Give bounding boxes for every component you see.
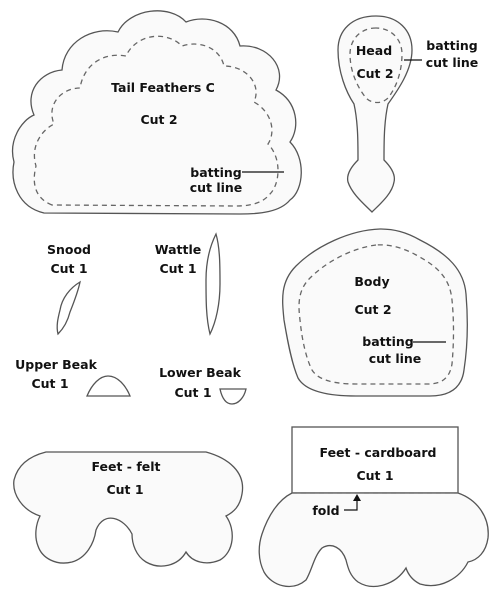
- feet-cardboard-piece: Feet - cardboard Cut 1 fold: [258, 426, 489, 588]
- snood-title: Snood: [47, 242, 91, 257]
- tail-batting-label-2: cut line: [190, 180, 243, 195]
- tail-feathers-title: Tail Feathers C: [111, 80, 215, 95]
- snood-piece: Snood Cut 1: [47, 242, 91, 336]
- feet-cardboard-tab: [291, 426, 459, 494]
- head-outline: [337, 15, 413, 213]
- upper-beak-outline: [86, 375, 131, 397]
- lower-beak-cut: Cut 1: [174, 385, 211, 400]
- wattle-piece: Wattle Cut 1: [155, 232, 221, 336]
- lower-beak-piece: Lower Beak Cut 1: [159, 365, 247, 405]
- tail-feathers-piece: Tail Feathers C Cut 2 batting cut line: [11, 10, 302, 215]
- upper-beak-piece: Upper Beak Cut 1: [15, 357, 131, 397]
- head-batting-line: [349, 27, 403, 104]
- feet-cardboard-outline: [258, 492, 489, 588]
- head-title: Head: [356, 43, 392, 58]
- feet-felt-piece: Feet - felt Cut 1: [13, 451, 244, 567]
- tail-feathers-outline: [11, 10, 302, 215]
- lower-beak-title: Lower Beak: [159, 365, 242, 380]
- fold-arrowhead: [353, 494, 361, 501]
- body-batting-label-2: cut line: [369, 351, 422, 366]
- body-outline: [282, 228, 468, 397]
- fold-label: fold: [312, 503, 339, 518]
- feet-cardboard-title: Feet - cardboard: [320, 445, 437, 460]
- head-piece: Head Cut 2 batting cut line: [337, 15, 479, 213]
- feet-felt-cut: Cut 1: [106, 482, 143, 497]
- tail-feathers-cut: Cut 2: [140, 112, 177, 127]
- head-batting-label-2: cut line: [426, 55, 479, 70]
- wattle-title: Wattle: [155, 242, 202, 257]
- feet-cardboard-cut: Cut 1: [356, 468, 393, 483]
- fold-pointer: [344, 499, 358, 511]
- upper-beak-cut: Cut 1: [31, 376, 68, 391]
- body-batting-line: [298, 244, 455, 385]
- body-batting-label-1: batting: [362, 334, 413, 349]
- snood-cut: Cut 1: [50, 261, 87, 276]
- body-title: Body: [354, 274, 389, 289]
- head-cut: Cut 2: [356, 66, 393, 81]
- feet-felt-outline: [13, 451, 244, 567]
- snood-outline: [56, 280, 81, 336]
- body-piece: Body Cut 2 batting cut line: [282, 228, 468, 397]
- lower-beak-outline: [219, 388, 247, 405]
- tail-batting-label-1: batting: [190, 165, 241, 180]
- head-batting-label-1: batting: [426, 38, 477, 53]
- wattle-outline: [205, 232, 221, 336]
- upper-beak-title: Upper Beak: [15, 357, 97, 372]
- feet-felt-title: Feet - felt: [91, 459, 160, 474]
- body-cut: Cut 2: [354, 302, 391, 317]
- wattle-cut: Cut 1: [159, 261, 196, 276]
